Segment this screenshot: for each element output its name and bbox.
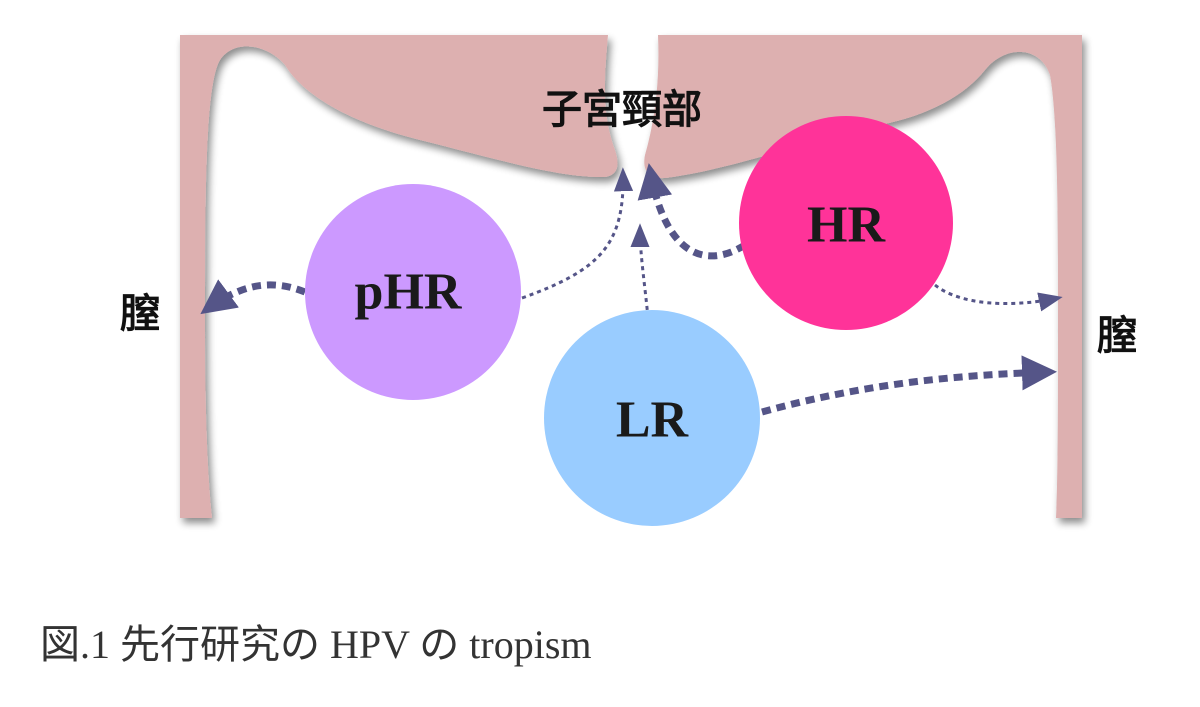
arrow-lr-to-cervix xyxy=(630,223,650,319)
lr-label: LR xyxy=(616,392,690,449)
hr-label: HR xyxy=(807,197,886,254)
phr-label: pHR xyxy=(355,264,463,321)
left-tissue xyxy=(180,35,618,518)
hr-circle xyxy=(739,116,953,330)
arrow-lr-to-vagina xyxy=(761,355,1057,416)
arrow-hr-to-cervix xyxy=(637,163,747,260)
arrows xyxy=(200,163,1063,416)
arrow-hr-to-vagina xyxy=(934,283,1063,312)
cervix-label: 子宮頸部 xyxy=(542,87,702,133)
lr-circle xyxy=(544,310,760,526)
vagina-right-label: 膣 xyxy=(1097,313,1137,359)
right-tissue xyxy=(644,35,1082,518)
hr-group: HR xyxy=(739,116,953,330)
figure-caption: 図.1 先行研究の HPV の tropism xyxy=(40,622,592,667)
tissue xyxy=(180,35,1082,518)
vagina-left-label: 膣 xyxy=(120,291,160,337)
lr-group: LR xyxy=(544,310,760,526)
phr-group: pHR xyxy=(305,184,521,400)
arrow-phr-to-cervix xyxy=(521,167,634,300)
phr-circle xyxy=(305,184,521,400)
arrow-phr-to-vagina xyxy=(200,279,307,315)
